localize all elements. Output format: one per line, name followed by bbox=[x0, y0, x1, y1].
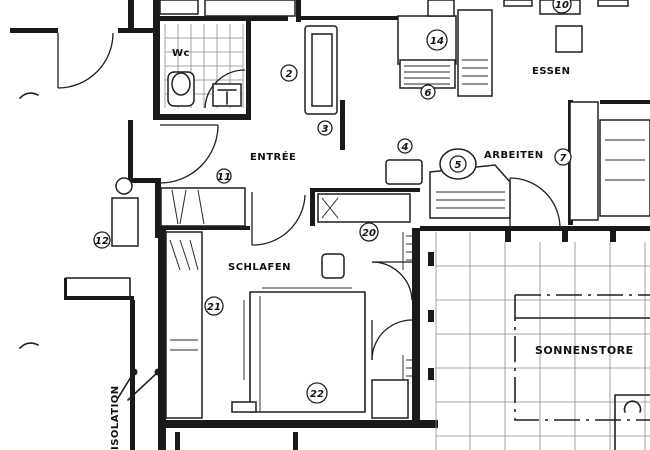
room-label-essen: ESSEN bbox=[532, 66, 571, 77]
marker-21: 21 bbox=[204, 296, 224, 316]
marker-7: 7 bbox=[554, 148, 572, 166]
marker-6-label: 6 bbox=[425, 88, 432, 99]
marker-7-label: 7 bbox=[560, 153, 567, 164]
furniture bbox=[111, 0, 650, 419]
room-label-sonnenstore: SONNENSTORE bbox=[535, 344, 634, 357]
room-labels: Wc ENTRÉE ARBEITEN ESSEN SCHLAFEN SONNEN… bbox=[110, 48, 634, 450]
marker-10: 10 bbox=[552, 0, 572, 14]
marker-14: 14 bbox=[426, 29, 448, 51]
marker-3: 3 bbox=[317, 120, 333, 136]
room-label-schlafen: SCHLAFEN bbox=[228, 262, 291, 273]
room-label-entree: ENTRÉE bbox=[250, 150, 296, 163]
outlines bbox=[19, 24, 650, 450]
marker-2: 2 bbox=[280, 64, 298, 82]
marker-11: 11 bbox=[216, 168, 232, 184]
marker-22: 22 bbox=[306, 382, 328, 404]
marker-4: 4 bbox=[397, 138, 413, 154]
marker-5: 5 bbox=[449, 155, 467, 173]
marker-11-label: 11 bbox=[217, 172, 231, 183]
marker-12: 12 bbox=[93, 231, 111, 249]
marker-3-label: 3 bbox=[322, 124, 329, 135]
marker-5-label: 5 bbox=[455, 160, 462, 171]
markers: 2 3 4 5 6 7 10 11 12 14 20 21 22 bbox=[93, 0, 572, 404]
marker-2-label: 2 bbox=[286, 69, 293, 80]
marker-20-label: 20 bbox=[362, 228, 376, 239]
walls bbox=[10, 0, 650, 450]
room-label-wc: Wc bbox=[172, 48, 190, 59]
marker-14-label: 14 bbox=[430, 36, 444, 47]
marker-20: 20 bbox=[359, 222, 379, 242]
marker-6: 6 bbox=[420, 84, 436, 100]
marker-21-label: 21 bbox=[207, 302, 221, 313]
marker-12-label: 12 bbox=[95, 236, 109, 247]
marker-4-label: 4 bbox=[401, 142, 409, 153]
room-label-arbeiten: ARBEITEN bbox=[484, 150, 544, 161]
marker-22-label: 22 bbox=[310, 389, 324, 400]
marker-10-label: 10 bbox=[555, 0, 569, 11]
room-label-isolation: ISOLATION bbox=[110, 385, 121, 450]
